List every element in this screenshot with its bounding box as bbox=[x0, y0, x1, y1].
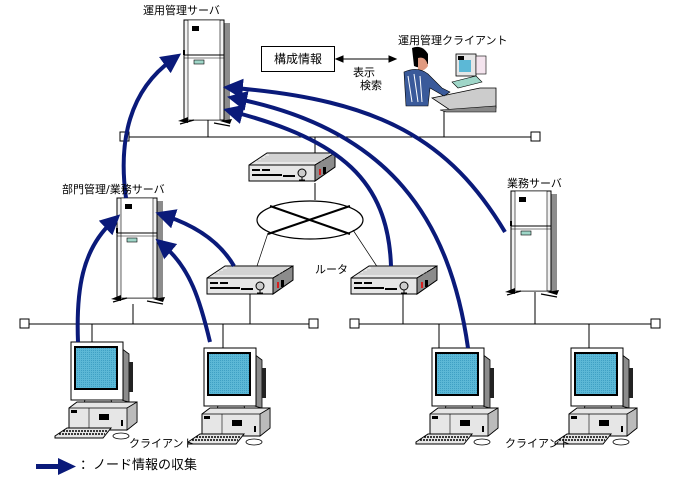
lan-bottom-left bbox=[19, 294, 319, 348]
client-pc-2-icon[interactable] bbox=[187, 347, 271, 446]
search-label: 検索 bbox=[360, 79, 382, 92]
main-server-label: 運用管理サーバ bbox=[143, 4, 220, 17]
client-pc-3-icon[interactable] bbox=[415, 347, 499, 446]
operator-workstation-icon[interactable] bbox=[403, 46, 497, 113]
clients-right-label: クライアント bbox=[505, 437, 571, 450]
arrow-client2-to-dept bbox=[155, 238, 212, 343]
dept-server-label: 部門管理/業務サーバ bbox=[62, 183, 165, 196]
config-info-box[interactable]: 構成情報 bbox=[261, 46, 335, 72]
arrow-router-to-main bbox=[223, 104, 393, 267]
business-server-label: 業務サーバ bbox=[507, 177, 562, 190]
arrow-right-icon bbox=[36, 458, 76, 475]
display-label: 表示 bbox=[353, 66, 375, 79]
dept-server-icon[interactable] bbox=[110, 197, 166, 305]
client-pc-1-icon[interactable] bbox=[54, 341, 138, 440]
arrow-client3-to-main bbox=[227, 90, 470, 349]
arrow-router-to-dept bbox=[155, 209, 236, 268]
clients-left-label: クライアント bbox=[129, 437, 195, 450]
arrow-bizserver-to-main bbox=[222, 78, 507, 234]
client-pc-4-icon[interactable] bbox=[554, 347, 638, 446]
legend-label: ：ノード情報の収集 bbox=[80, 458, 198, 473]
display-search-arrow bbox=[334, 55, 398, 63]
router-label: ルータ bbox=[315, 263, 348, 276]
router-right-icon[interactable] bbox=[350, 265, 438, 295]
router-top-icon[interactable] bbox=[248, 152, 336, 182]
lan-bottom-right bbox=[349, 292, 661, 348]
collection-arrows bbox=[75, 53, 507, 349]
wan-cloud-icon bbox=[256, 183, 379, 269]
router-left-icon[interactable] bbox=[206, 265, 294, 295]
arrow-client1-to-dept bbox=[75, 214, 121, 343]
business-server-icon[interactable] bbox=[504, 190, 560, 298]
admin-client-label: 運用管理クライアント bbox=[398, 34, 508, 47]
main-server-icon[interactable] bbox=[177, 19, 233, 127]
arrow-dept-to-main bbox=[121, 53, 182, 199]
